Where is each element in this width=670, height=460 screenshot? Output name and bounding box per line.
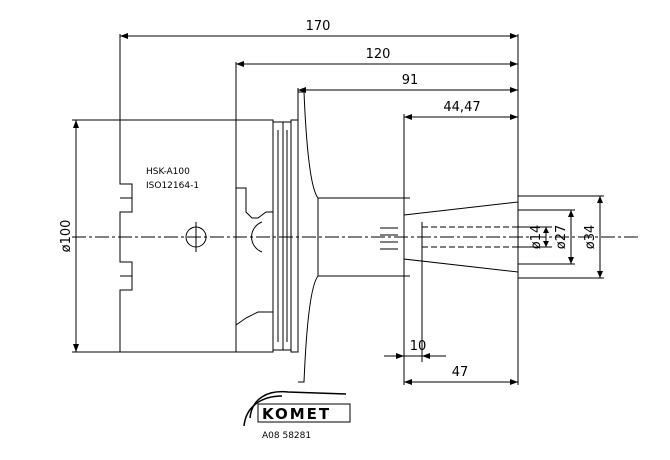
dim-text-dia-34: ø34 bbox=[583, 225, 598, 250]
dim-text-dia-27: ø27 bbox=[554, 225, 569, 250]
dim-text-dia-14: ø14 bbox=[529, 225, 544, 250]
logo-brand: KOMET bbox=[262, 405, 331, 423]
dim-text-91: 91 bbox=[402, 73, 419, 88]
body-marking-line1: HSK-A100 bbox=[146, 167, 190, 177]
flange-outline bbox=[236, 119, 274, 353]
extension-neck-outline bbox=[298, 91, 410, 383]
dim-text-170: 170 bbox=[306, 19, 331, 34]
flange-cutout bbox=[251, 221, 263, 253]
dim-text-dia-100: ø100 bbox=[59, 220, 74, 253]
body-marking-line2: ISO12164-1 bbox=[146, 181, 199, 191]
dim-text-44-47: 44,47 bbox=[443, 100, 480, 115]
hsk-shank-outline bbox=[119, 119, 237, 353]
dim-text-47: 47 bbox=[452, 365, 469, 380]
komet-logo: KOMET bbox=[243, 390, 351, 427]
flange-lower-collar bbox=[235, 311, 273, 326]
dim-text-120: 120 bbox=[366, 47, 391, 62]
dim-text-10: 10 bbox=[410, 339, 427, 354]
article-number: A08 58281 bbox=[262, 431, 311, 441]
clamp-screw bbox=[380, 227, 398, 250]
flange-collar bbox=[236, 187, 273, 219]
v-groove-ring bbox=[290, 119, 299, 353]
